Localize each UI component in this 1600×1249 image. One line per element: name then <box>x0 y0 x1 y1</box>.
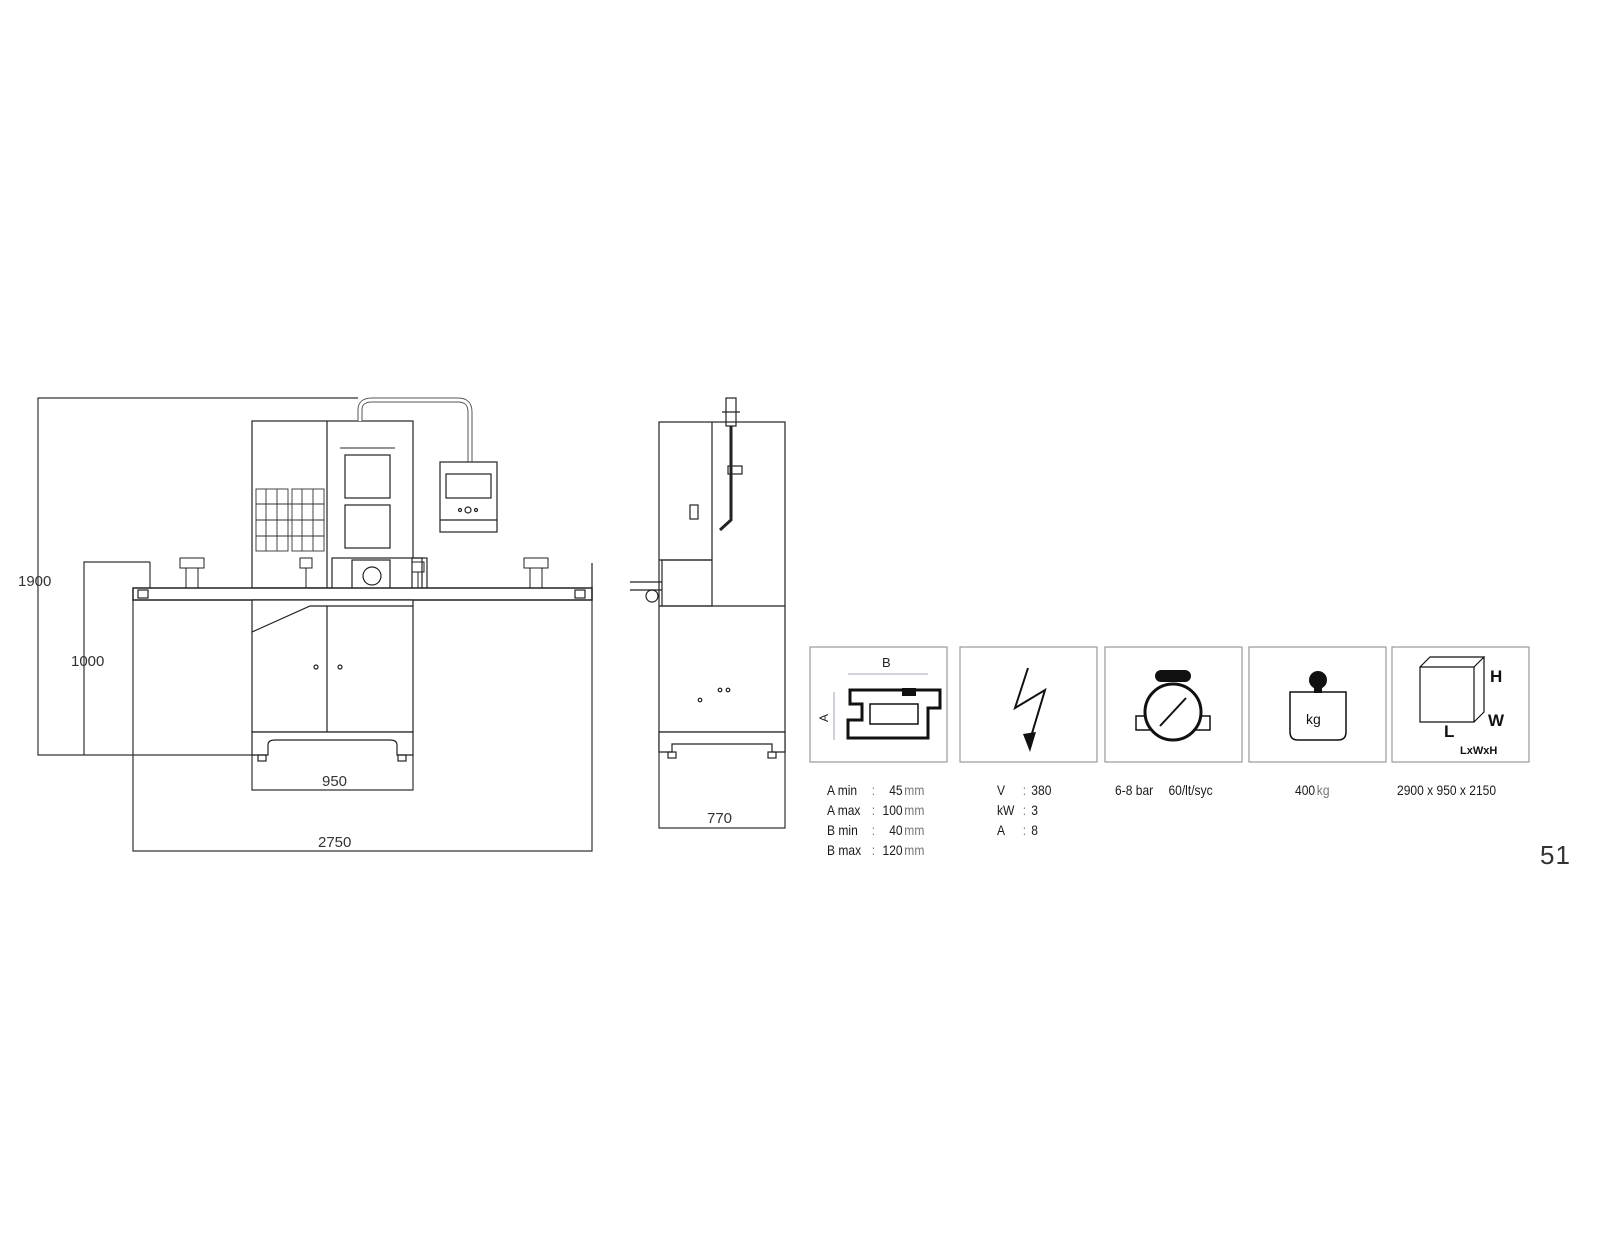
weight-icon: kg <box>1248 646 1387 763</box>
spec-size-value: 2900 x 950 x 2150 <box>1397 782 1497 798</box>
spec-kilowatt: kW:3 <box>997 802 1039 818</box>
profile-label-a: A <box>817 714 831 722</box>
box-label-h: H <box>1490 667 1502 686</box>
box-label-w: W <box>1488 711 1505 730</box>
dim-overall-length: 2750 <box>318 834 351 851</box>
dim-base-width: 950 <box>322 773 347 790</box>
lightning-bolt-icon <box>959 646 1098 763</box>
power-specs: V:380 kW:3 A:8 <box>997 780 1051 840</box>
profile-section-icon: B A <box>809 646 948 763</box>
size-specs: 2900 x 950 x 2150 <box>1397 780 1496 800</box>
profile-label-b: B <box>882 655 891 670</box>
dim-overall-height: 1900 <box>18 573 51 590</box>
front-view-drawing <box>37 397 593 852</box>
side-view-drawing <box>630 397 786 829</box>
box-label-l: L <box>1444 722 1454 741</box>
page-number: 51 <box>1540 840 1571 870</box>
spec-voltage: V:380 <box>997 782 1052 798</box>
air-specs: 6-8 bar 60/lt/syc <box>1115 780 1213 800</box>
dimensions-box-icon: H W L LxWxH <box>1391 646 1530 763</box>
dim-side-depth: 770 <box>707 810 732 827</box>
spec-ampere: A:8 <box>997 822 1039 838</box>
weight-icon-label: kg <box>1306 711 1321 727</box>
spec-air-pressure: 6-8 bar <box>1115 782 1154 798</box>
pressure-gauge-icon <box>1104 646 1243 763</box>
spec-air-consumption: 60/lt/syc <box>1168 782 1213 798</box>
dim-table-height: 1000 <box>71 653 104 670</box>
box-caption: LxWxH <box>1460 745 1497 757</box>
spec-weight-value: 400 <box>1295 782 1316 798</box>
spec-weight-unit: kg <box>1316 782 1330 798</box>
